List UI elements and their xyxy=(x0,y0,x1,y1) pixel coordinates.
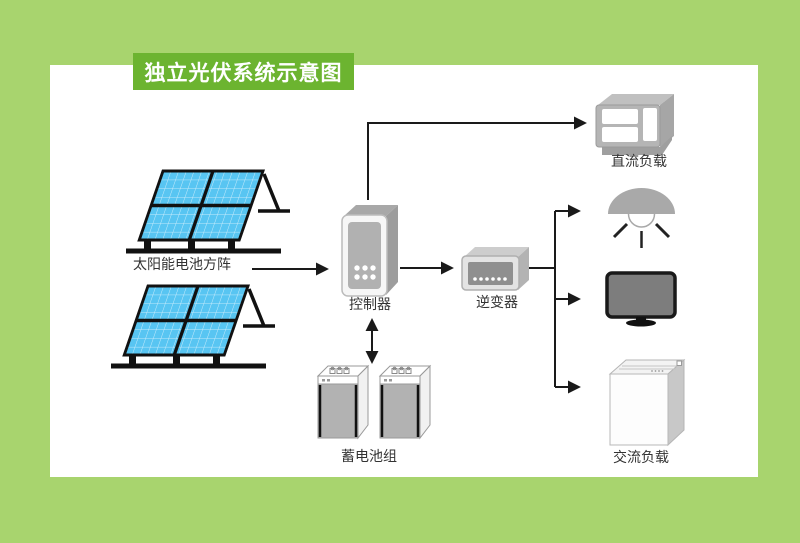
solar-panel-icon xyxy=(111,284,275,369)
label-inverter: 逆变器 xyxy=(476,294,518,310)
battery-icon xyxy=(316,364,370,440)
dc-load-icon xyxy=(595,94,674,155)
battery-icon xyxy=(378,364,432,440)
label-dc-load: 直流负载 xyxy=(611,153,667,169)
controller-icon xyxy=(341,205,398,297)
monitor-icon xyxy=(605,271,677,327)
label-ac-load: 交流负载 xyxy=(613,449,669,465)
page-title: 独立光伏系统示意图 xyxy=(144,61,343,85)
label-battery-bank: 蓄电池组 xyxy=(341,448,397,464)
washing-machine-icon xyxy=(608,358,686,447)
label-controller: 控制器 xyxy=(349,296,391,312)
title-banner: 独立光伏系统示意图 xyxy=(133,53,354,90)
lamp-icon xyxy=(608,188,675,248)
label-solar-array: 太阳能电池方阵 xyxy=(133,256,231,272)
solar-panel-icon xyxy=(126,169,290,254)
inverter-icon xyxy=(461,247,529,291)
